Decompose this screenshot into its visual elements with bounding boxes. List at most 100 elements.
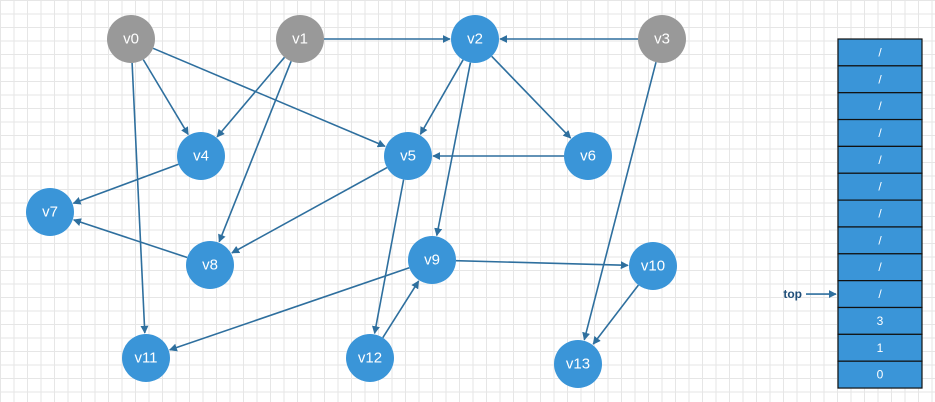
stack-cell: /	[837, 145, 923, 174]
vertex-v13[interactable]: v13	[554, 340, 602, 388]
vertex-v5[interactable]: v5	[384, 132, 432, 180]
stack-cell-box	[837, 253, 923, 282]
stack-cell-box	[837, 226, 923, 255]
vertex-label: v4	[193, 148, 209, 165]
stack-cell-value: /	[878, 260, 882, 274]
vertex-circle	[629, 242, 677, 290]
edge-v0-v4	[142, 59, 189, 136]
edge-v2-v9	[434, 62, 472, 237]
stack-cell-box	[837, 65, 923, 94]
edge-v1-v8	[218, 61, 292, 243]
edge-v12-v9	[382, 280, 420, 339]
edge-v5-v8	[231, 166, 388, 254]
vertex-circle	[554, 340, 602, 388]
stack-cell-value: /	[878, 233, 882, 247]
vertex-v7[interactable]: v7	[26, 188, 74, 236]
vertex-v4[interactable]: v4	[177, 132, 225, 180]
edge-v3-v13	[582, 61, 657, 341]
vertex-v0[interactable]: v0	[107, 15, 155, 63]
vertex-circle	[177, 132, 225, 180]
vertex-v10[interactable]: v10	[629, 242, 677, 290]
stack-cell: /	[837, 38, 923, 67]
edge-v0-v11	[131, 62, 149, 334]
vertex-circle	[276, 15, 324, 63]
vertex-circle	[451, 15, 499, 63]
vertex-label: v9	[424, 252, 440, 269]
stack-cell-value: /	[878, 287, 882, 301]
stack-cell-value: 0	[877, 368, 884, 382]
vertex-label: v12	[358, 350, 382, 367]
vertex-v2[interactable]: v2	[451, 15, 499, 63]
stack-cell-value: /	[878, 99, 882, 113]
stack-cell-value: /	[878, 207, 882, 221]
stack-cell-box	[837, 333, 923, 362]
stack-cell-value: 3	[877, 314, 884, 328]
stack-cell-value: /	[878, 126, 882, 140]
vertex-label: v8	[202, 257, 218, 274]
vertex-v12[interactable]: v12	[346, 334, 394, 382]
edge-v4-v7	[72, 163, 179, 205]
stack-cell-box	[837, 306, 923, 335]
vertex-v1[interactable]: v1	[276, 15, 324, 63]
vertex-v11[interactable]: v11	[122, 334, 170, 382]
edge-v2-v6	[491, 55, 572, 139]
vertex-v3[interactable]: v3	[638, 15, 686, 63]
edge-v8-v7	[72, 218, 188, 259]
stack-cell-value: /	[878, 45, 882, 59]
vertex-circle	[107, 15, 155, 63]
vertex-label: v6	[580, 148, 596, 165]
vertex-label: v2	[467, 31, 483, 48]
vertex-label: v3	[654, 31, 670, 48]
vertex-v9[interactable]: v9	[408, 236, 456, 284]
vertex-label: v5	[400, 148, 416, 165]
stack-cell-box	[837, 360, 923, 389]
stack-cell-box	[837, 38, 923, 67]
vertex-circle	[346, 334, 394, 382]
vertex-label: v1	[292, 31, 308, 48]
edge-v0-v5	[152, 47, 386, 148]
stack-cell-box	[837, 199, 923, 228]
stack-cell: /	[837, 92, 923, 121]
edge-v5-v12	[372, 179, 405, 335]
vertex-label: v10	[641, 258, 665, 275]
stack-cell: /	[837, 65, 923, 94]
vertex-label: v13	[566, 356, 590, 373]
edge-v2-v5	[419, 59, 464, 135]
vertex-label: v0	[123, 31, 139, 48]
stack-cell-value: /	[878, 153, 882, 167]
stack-cell: 1	[837, 333, 923, 362]
stack-cell-box	[837, 118, 923, 148]
stack-cell-value: /	[878, 180, 882, 194]
edge-v10-v13	[592, 284, 640, 345]
edge-v1-v4	[216, 56, 286, 138]
stack-cell: 0	[837, 360, 923, 389]
vertex-circle	[186, 241, 234, 289]
edges-layer	[72, 35, 657, 352]
stack-array: / / / / / / / / / / 3 1 0 top	[783, 38, 923, 389]
vertex-circle	[26, 188, 74, 236]
stack-cell: /	[837, 253, 923, 282]
stack-cell: /	[837, 199, 923, 228]
vertex-circle	[564, 132, 612, 180]
stack-cell-box	[837, 92, 923, 121]
vertex-v8[interactable]: v8	[186, 241, 234, 289]
vertex-circle	[384, 132, 432, 180]
stack-cell-value: /	[878, 72, 882, 86]
vertex-circle	[638, 15, 686, 63]
stack-cell: /	[837, 118, 923, 148]
nodes-layer: v0 v1 v2 v3 v4 v5 v6 v7 v8 v9 v10 v11 v12 v13	[26, 15, 686, 388]
vertex-label: v11	[134, 350, 157, 367]
stack-cell-value: 1	[877, 341, 884, 355]
edge-v9-v10	[455, 259, 629, 270]
vertex-label: v7	[42, 204, 58, 221]
top-pointer-label: top	[783, 287, 802, 301]
edge-v9-v11	[168, 267, 410, 352]
vertex-circle	[408, 236, 456, 284]
vertex-v6[interactable]: v6	[564, 132, 612, 180]
vertex-circle	[122, 334, 170, 382]
stack-cell: /	[837, 172, 923, 201]
stack-cell: /	[837, 280, 923, 309]
stack-cell: /	[837, 226, 923, 255]
